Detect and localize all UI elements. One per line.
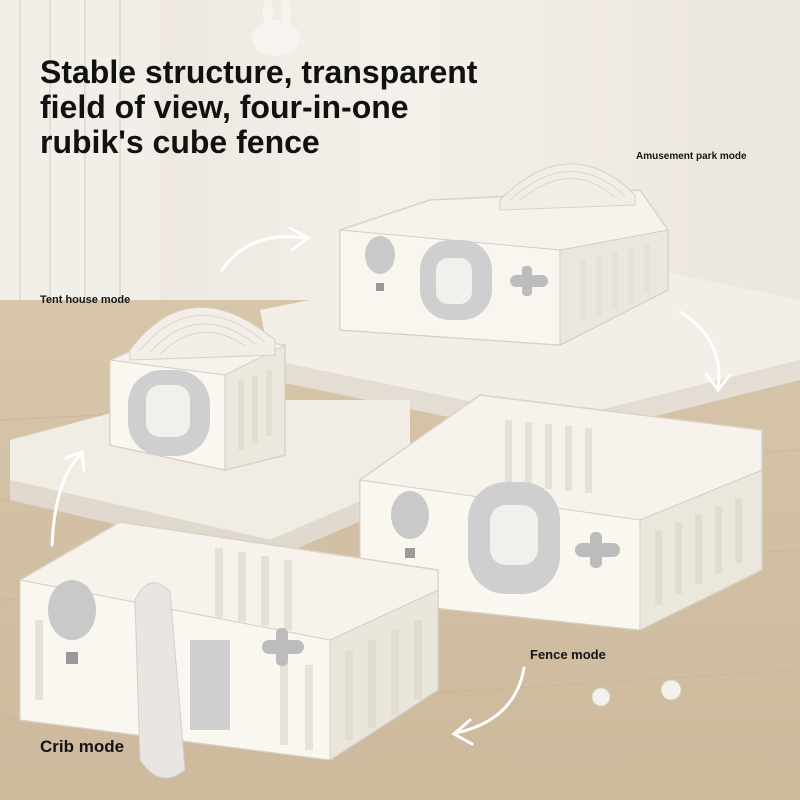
wall-panel bbox=[690, 0, 800, 300]
tent-house-mode-label: Tent house mode bbox=[40, 294, 131, 306]
headline-line-3: rubik's cube fence bbox=[40, 124, 320, 160]
curtain bbox=[0, 0, 160, 330]
fence-mode-label: Fence mode bbox=[530, 647, 606, 662]
ball bbox=[660, 679, 682, 701]
rocket-door-icon bbox=[420, 240, 492, 320]
hot-air-balloon-icon bbox=[48, 580, 96, 664]
arrow-icon bbox=[50, 449, 86, 547]
arrow-icon bbox=[678, 310, 732, 393]
headline-line-2: field of view, four-in-one bbox=[40, 89, 409, 125]
crib-mode-label: Crib mode bbox=[40, 737, 125, 756]
rocket-door-icon bbox=[468, 482, 560, 594]
amusement-park-mode-label: Amusement park mode bbox=[636, 151, 747, 162]
hot-air-balloon-icon bbox=[365, 236, 395, 291]
tent-house-fence bbox=[109, 307, 286, 471]
crib-mode-fence bbox=[19, 521, 439, 779]
rocket-door-icon bbox=[134, 582, 230, 779]
arrow-icon bbox=[451, 666, 526, 746]
wall-decoration-icon bbox=[252, 0, 300, 56]
headline-line-1: Stable structure, transparent bbox=[40, 54, 478, 90]
rocket-door-icon bbox=[128, 370, 210, 456]
airplane-icon bbox=[510, 266, 548, 296]
arrow-icon bbox=[220, 226, 311, 272]
amusement-park-fence bbox=[339, 163, 669, 346]
ball bbox=[591, 687, 611, 707]
airplane-icon bbox=[262, 628, 304, 666]
hot-air-balloon-icon bbox=[391, 491, 429, 558]
airplane-icon bbox=[575, 532, 620, 568]
